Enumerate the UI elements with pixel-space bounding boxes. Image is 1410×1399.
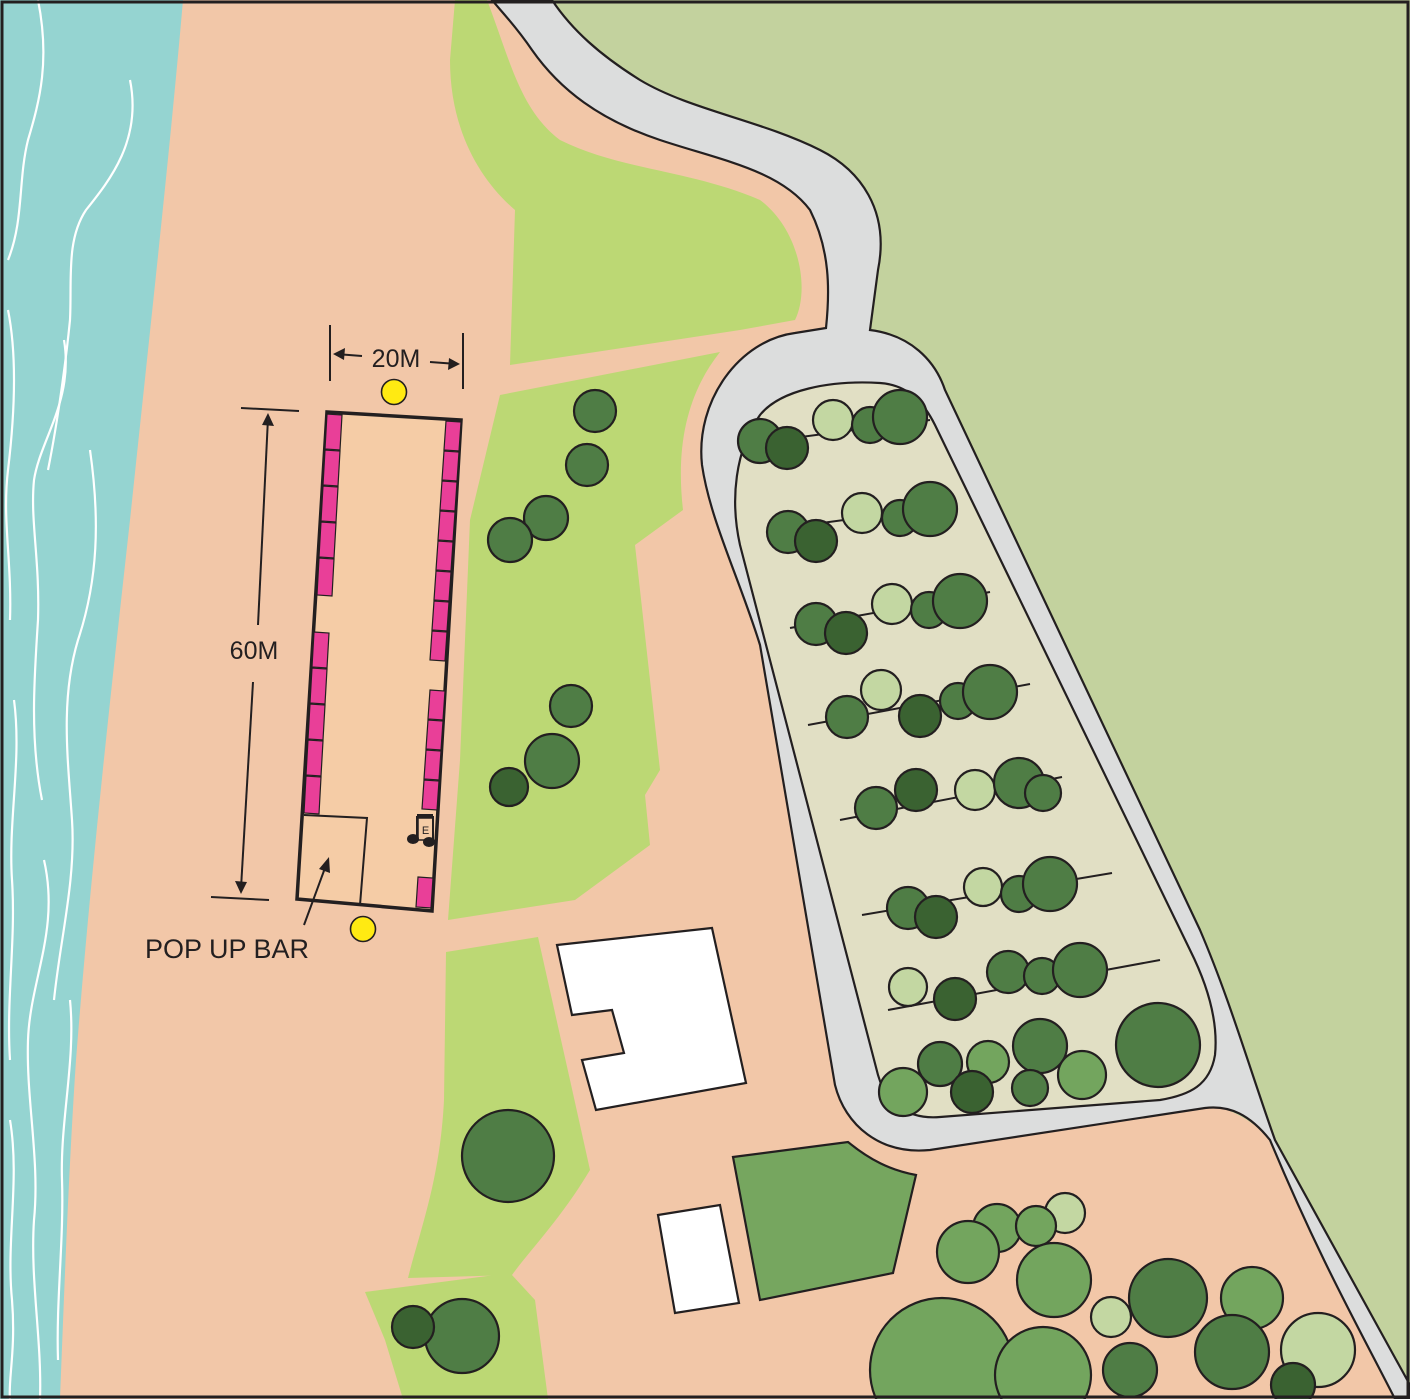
tree [877, 1066, 929, 1118]
tree [572, 388, 618, 434]
tree [1127, 1257, 1209, 1339]
tree [853, 785, 899, 831]
tree [1114, 1001, 1202, 1089]
tree [488, 766, 530, 808]
tree [913, 894, 959, 940]
tree [949, 1069, 995, 1115]
tree [564, 442, 610, 488]
tree [1101, 1341, 1159, 1399]
tree [961, 663, 1019, 721]
sea [0, 0, 183, 1399]
tree [962, 866, 1004, 908]
small-building [656, 1203, 741, 1315]
grass-trees [390, 388, 618, 1375]
length-dimension-label: 60M [230, 637, 279, 665]
tree [793, 518, 839, 564]
tree [522, 494, 570, 542]
pop-up-bar-area [303, 814, 369, 906]
tree [1023, 773, 1063, 813]
tree [985, 949, 1031, 995]
length-dimension [210, 407, 300, 901]
tree [823, 610, 869, 656]
orchard-trees [736, 388, 1202, 1118]
grass-strip-top [450, 0, 802, 365]
tree [1193, 1313, 1271, 1391]
tree [932, 976, 978, 1022]
tree [893, 767, 939, 813]
tree [916, 1040, 964, 1088]
width-dimension-label: 20M [372, 345, 421, 373]
tree [901, 480, 959, 538]
tree [871, 388, 929, 446]
tree [1051, 941, 1109, 999]
tree [953, 768, 997, 812]
lawn-area [731, 1140, 918, 1302]
tree [870, 582, 914, 626]
stage-marker-label: E [422, 825, 429, 837]
music-note-icon [407, 814, 435, 847]
park-trees [868, 1191, 1357, 1399]
pop-up-bar-arrow [303, 857, 330, 926]
tree [859, 668, 903, 712]
tree [423, 1297, 501, 1375]
tree [840, 491, 884, 535]
yellow-dot-marker-bottom [349, 915, 377, 943]
main-building [555, 926, 748, 1112]
tree [811, 398, 855, 442]
tree [1011, 1017, 1069, 1075]
marquee-footprint [295, 410, 463, 913]
tree [1014, 1204, 1058, 1248]
width-dimension [329, 325, 464, 389]
grass-strip-lower [408, 937, 590, 1278]
tree [764, 425, 810, 471]
tree [1021, 855, 1079, 913]
pop-up-bar-label: POP UP BAR [145, 934, 309, 964]
orchard-area [734, 381, 1217, 1119]
yellow-dot-marker-top [380, 378, 408, 406]
tree [1010, 1068, 1050, 1108]
marquee: E [295, 410, 463, 913]
tree [390, 1304, 436, 1350]
tree [1056, 1049, 1108, 1101]
tree [824, 694, 870, 740]
tree [1015, 1241, 1093, 1319]
tree [897, 693, 943, 739]
tree [486, 516, 534, 564]
sea-waves [4, 0, 134, 1399]
tree [1089, 1295, 1133, 1339]
tree [993, 1325, 1093, 1399]
tree [548, 683, 594, 729]
tree [887, 966, 929, 1008]
tree [460, 1108, 556, 1204]
marquee-side-panels [303, 413, 462, 909]
tree [935, 1219, 1001, 1285]
tree [1269, 1361, 1317, 1399]
tree [523, 732, 581, 790]
tree [931, 572, 989, 630]
